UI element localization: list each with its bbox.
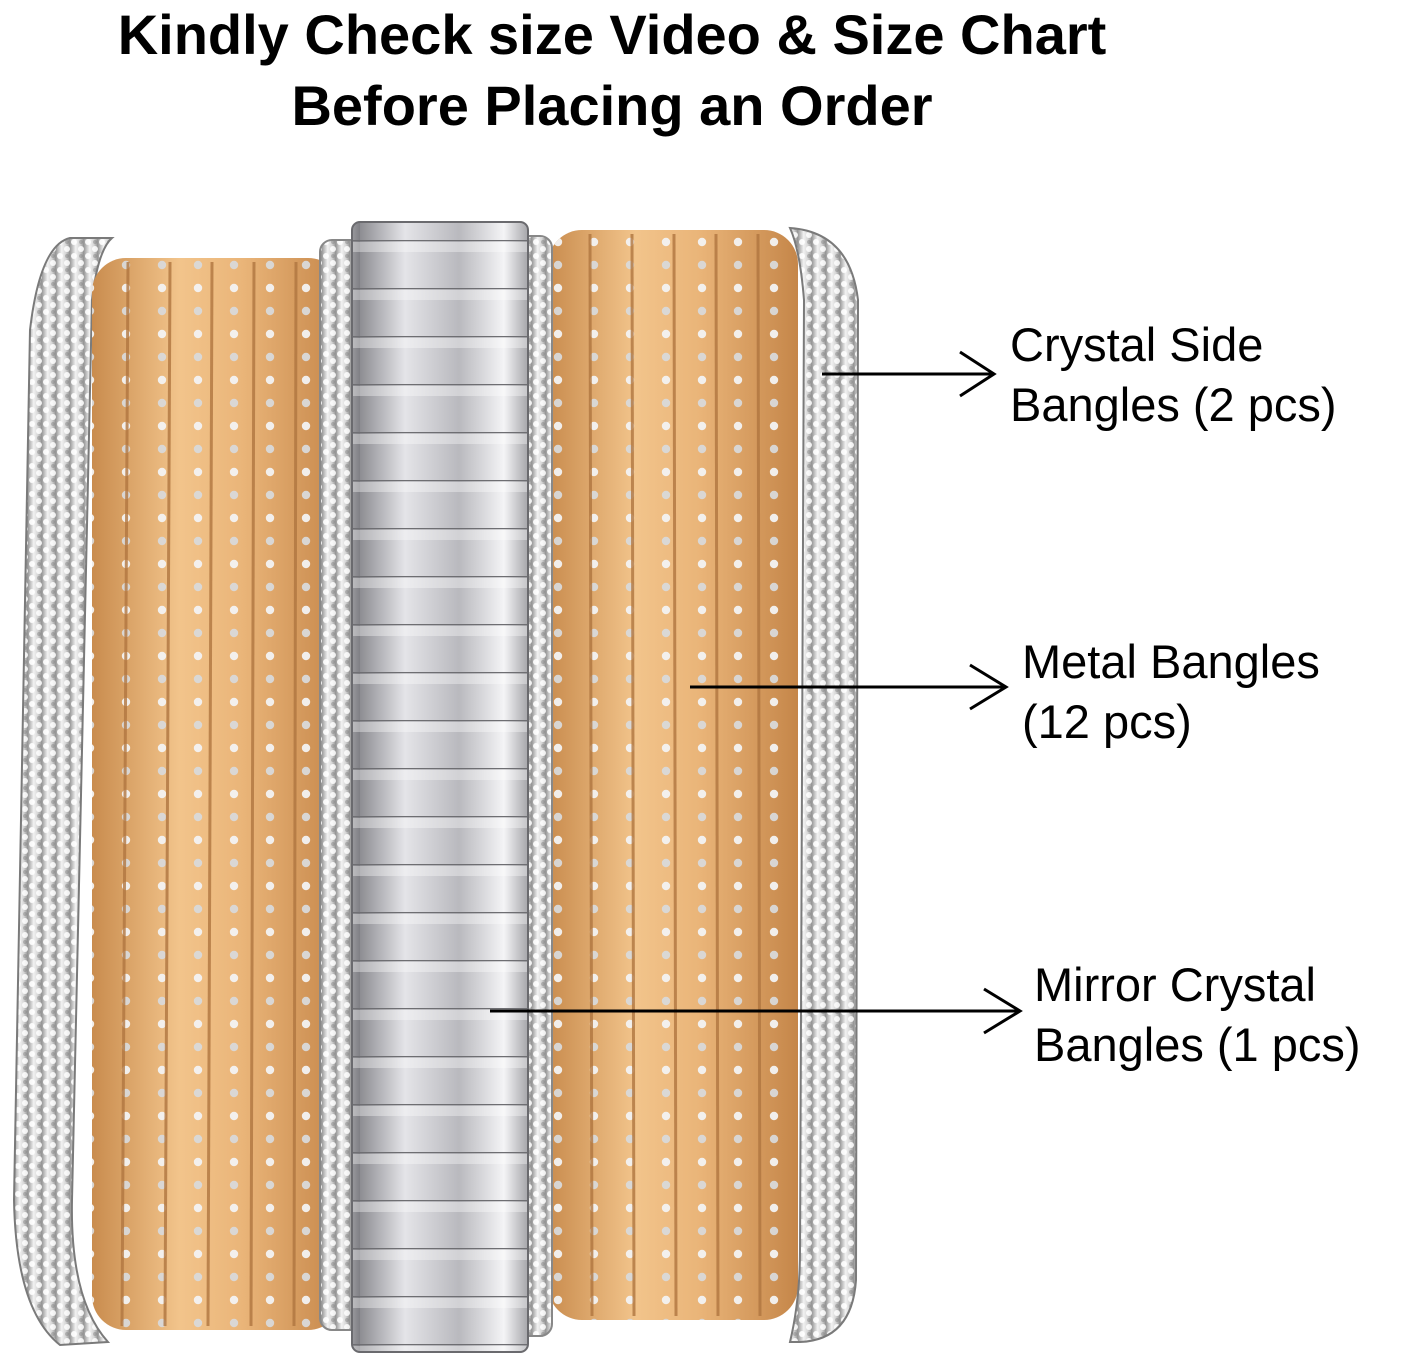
headline-line-1: Kindly Check size Video & Size Chart [117, 3, 1107, 66]
callout-metal-bangles: Metal Bangles (12 pcs) [1022, 632, 1320, 752]
callout-crystal-side-bangles: Crystal Side Bangles (2 pcs) [1010, 315, 1337, 435]
callout-mirror-line-1: Mirror Crystal [1034, 958, 1316, 1011]
arrow-mirror [490, 987, 1023, 1035]
callout-mirror-crystal-bangles: Mirror Crystal Bangles (1 pcs) [1034, 955, 1361, 1075]
page-headline: Kindly Check size Video & Size Chart Bef… [0, 0, 1224, 141]
metal-bangles-right [548, 230, 798, 1320]
callout-metal-line-1: Metal Bangles [1022, 635, 1320, 688]
headline-line-2: Before Placing an Order [291, 74, 933, 137]
callout-crystal-side-line-2: Bangles (2 pcs) [1010, 378, 1337, 431]
arrow-metal [690, 663, 1009, 711]
callout-metal-line-2: (12 pcs) [1022, 695, 1192, 748]
metal-bangles-left [92, 258, 342, 1330]
mirror-crystal-bangle [351, 221, 529, 1353]
crystal-side-bangle-right [788, 226, 860, 1343]
arrow-crystal-side [822, 350, 997, 398]
callout-mirror-line-2: Bangles (1 pcs) [1034, 1018, 1361, 1071]
callout-crystal-side-line-1: Crystal Side [1010, 318, 1264, 371]
